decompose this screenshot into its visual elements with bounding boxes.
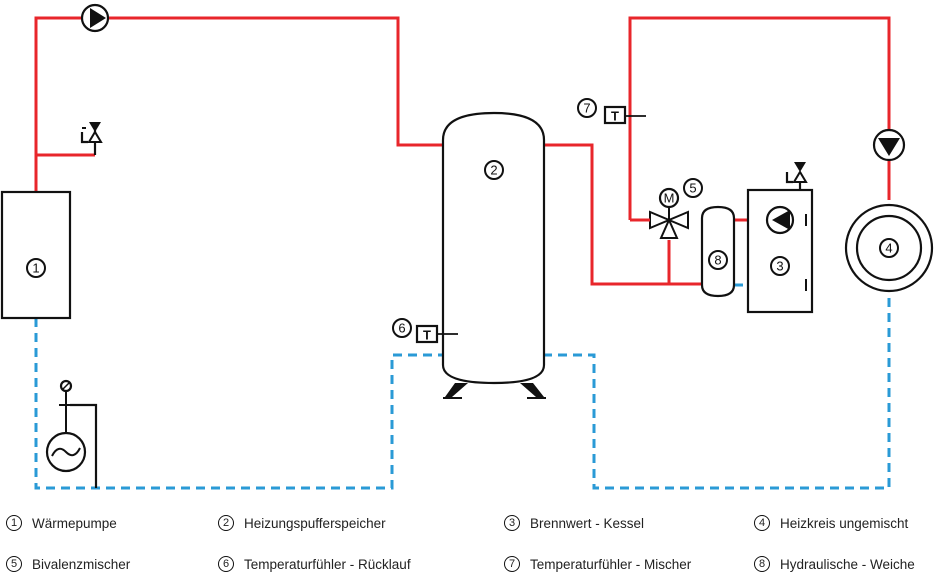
legend-item: 3 Brennwert - Kessel [504,512,644,534]
marker-1: 1 [26,258,46,278]
heating-circuit-pump [872,128,906,162]
marker-4: 4 [879,238,899,258]
marker-5: 5 [683,178,703,198]
legend-number: 3 [504,515,520,531]
svg-text:7: 7 [583,101,590,116]
heat-pump [0,190,72,320]
legend-number: 8 [754,556,770,572]
legend-number: 5 [6,556,22,572]
svg-text:2: 2 [490,163,497,178]
svg-text:8: 8 [714,253,721,268]
legend-label: Temperaturfühler - Rücklauf [244,556,411,572]
safety-valve-left [80,122,103,155]
legend-number: 4 [754,515,770,531]
return-temperature-sensor: T [415,324,458,344]
svg-text:1: 1 [32,261,39,276]
expansion-vessel [45,379,98,488]
supply-pipes [34,16,891,286]
marker-7: 7 [577,98,597,118]
svg-text:T: T [423,328,431,343]
legend-item: 8 Hydraulische - Weiche [754,553,915,575]
svg-text:5: 5 [689,181,696,196]
legend-item: 7 Temperaturfühler - Mischer [504,553,691,575]
marker-3: 3 [770,256,790,276]
legend-item: 6 Temperaturfühler - Rücklauf [218,553,411,575]
component-legend: 1 Wärmepumpe 2 Heizungspufferspeicher 3 … [0,510,940,578]
legend-item: 4 Heizkreis ungemischt [754,512,908,534]
legend-label: Temperaturfühler - Mischer [530,556,692,572]
svg-text:4: 4 [885,241,892,256]
legend-item: 5 Bivalenzmischer [6,553,130,575]
legend-number: 7 [504,556,520,572]
mixer-temperature-sensor: T [603,105,646,125]
bivalent-mixer-valve: M [630,187,689,239]
legend-label: Brennwert - Kessel [530,515,645,531]
condensing-boiler [746,162,814,314]
legend-item: 1 Wärmepumpe [6,512,117,534]
svg-text:6: 6 [398,321,405,336]
marker-6: 6 [392,318,412,338]
legend-number: 6 [218,556,234,572]
circulation-pump-main [80,3,110,33]
legend-label: Wärmepumpe [32,515,117,531]
buffer-tank [441,111,546,399]
legend-label: Bivalenzmischer [32,556,131,572]
legend-label: Heizungspufferspeicher [244,515,386,531]
heating-schematic: T T M [0,3,934,490]
marker-8: 8 [708,250,728,270]
legend-item: 2 Heizungspufferspeicher [218,512,386,534]
marker-2: 2 [484,160,504,180]
legend-label: Hydraulische - Weiche [780,556,915,572]
svg-text:M: M [664,191,675,206]
legend-number: 2 [218,515,234,531]
legend-number: 1 [6,515,22,531]
svg-text:T: T [611,109,619,124]
svg-text:3: 3 [776,259,783,274]
legend-label: Heizkreis ungemischt [780,515,909,531]
